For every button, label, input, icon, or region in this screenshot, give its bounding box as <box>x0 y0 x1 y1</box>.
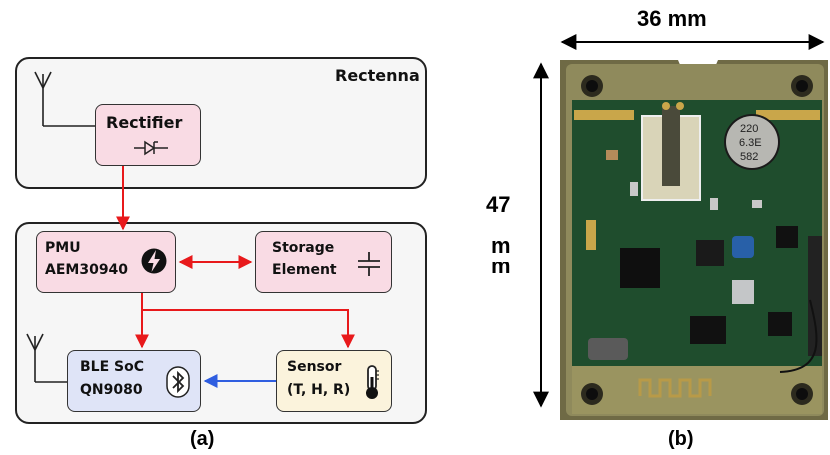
arrow-pmu-to-sensor <box>142 309 355 349</box>
storage-block: Storage Element <box>255 231 392 293</box>
storage-label-1: Storage <box>272 240 335 256</box>
diode-icon <box>134 140 168 156</box>
ble-label-2: QN9080 <box>80 382 143 398</box>
thermometer-icon <box>366 365 379 399</box>
height-dimension-label-2: m <box>491 233 511 258</box>
rectenna-panel <box>15 57 427 189</box>
rectifier-label: Rectifier <box>106 113 183 132</box>
capacitor-text-3: 582 <box>740 151 758 163</box>
capacitor-text-1: 220 <box>740 123 758 135</box>
bluetooth-icon <box>166 366 190 398</box>
sensor-label-1: Sensor <box>287 359 342 375</box>
antenna-icon <box>26 333 67 383</box>
sensor-label-2: (T, H, R) <box>287 382 351 398</box>
ble-label-1: BLE SoC <box>80 359 145 375</box>
caption-a: (a) <box>190 428 215 450</box>
pmu-label-2: AEM30940 <box>45 262 129 278</box>
capacitor-text-2: 6.3E <box>739 137 762 149</box>
storage-label-2: Element <box>272 262 337 278</box>
capacitor-icon <box>358 252 380 276</box>
rectenna-title: Rectenna <box>335 66 420 85</box>
caption-b: (b) <box>668 428 694 450</box>
rectifier-block: Rectifier <box>95 104 201 166</box>
ble-block: BLE SoC QN9080 <box>67 350 201 412</box>
pmu-label-1: PMU <box>45 240 81 256</box>
width-dimension-label: 36 mm <box>637 6 707 31</box>
power-icon <box>141 248 167 274</box>
height-dimension-label-3: m <box>491 262 511 276</box>
antenna-icon <box>34 71 95 127</box>
pmu-block: PMU AEM30940 <box>36 231 176 293</box>
sensor-block: Sensor (T, H, R) <box>276 350 392 412</box>
height-dimension-label-1: 47 <box>486 192 511 217</box>
